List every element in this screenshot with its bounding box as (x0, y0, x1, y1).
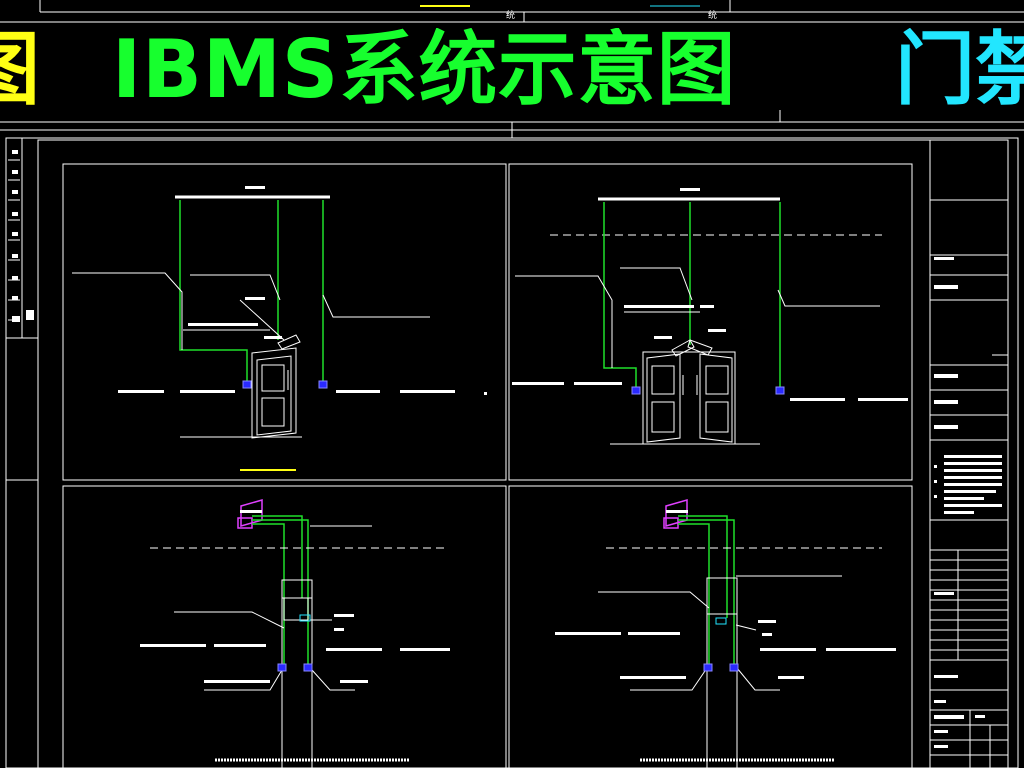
title-right-fragment: 门禁 (895, 28, 1024, 116)
sheet-frame (5, 137, 1019, 768)
exit-button-device (303, 663, 313, 672)
left-ruler-marks (12, 150, 34, 322)
card-reader-device (631, 386, 641, 395)
card-reader-device (277, 663, 287, 672)
column-outline (706, 577, 738, 768)
door-single (251, 334, 301, 439)
title-banner: 图 IBMS系统示意图 门禁 (0, 28, 1024, 120)
annotation-text-marks (555, 510, 896, 679)
drawing-title: IBMS系统示意图 (112, 28, 737, 116)
top-strip-label-b: 统 (708, 11, 718, 21)
panel-frames (62, 163, 913, 768)
tray-label-mark (680, 188, 700, 191)
exit-button-device (729, 663, 739, 672)
wiring-green (252, 515, 309, 665)
lock-device (299, 614, 311, 622)
panel-double-door (512, 188, 908, 445)
door-double (642, 339, 736, 445)
wiring-green (678, 515, 735, 665)
panel-section-left (140, 499, 450, 768)
title-block (930, 199, 1008, 768)
leader-lines (598, 575, 842, 691)
leader-lines (515, 267, 880, 368)
card-reader-device (242, 380, 252, 389)
card-reader-device (703, 663, 713, 672)
panel-section-right (555, 499, 896, 768)
wiring-green (603, 202, 781, 388)
exit-button-device (318, 380, 328, 389)
annotation-text-marks (140, 510, 450, 683)
annotation-text-marks (118, 297, 487, 395)
leader-lines (72, 272, 430, 350)
exit-button-device (775, 386, 785, 395)
top-strip-lines (0, 0, 1024, 138)
title-block-text-marks (934, 257, 1002, 748)
annotation-text-marks (512, 305, 908, 401)
title-left-fragment: 图 (0, 28, 40, 118)
top-strip-label-a: 统 (506, 11, 516, 21)
lock-device (715, 617, 727, 625)
tray-label-mark (245, 186, 265, 189)
panel-single-door (72, 186, 487, 471)
column-outline (281, 579, 313, 768)
leader-lines (174, 525, 372, 691)
wiring-green (179, 200, 324, 382)
